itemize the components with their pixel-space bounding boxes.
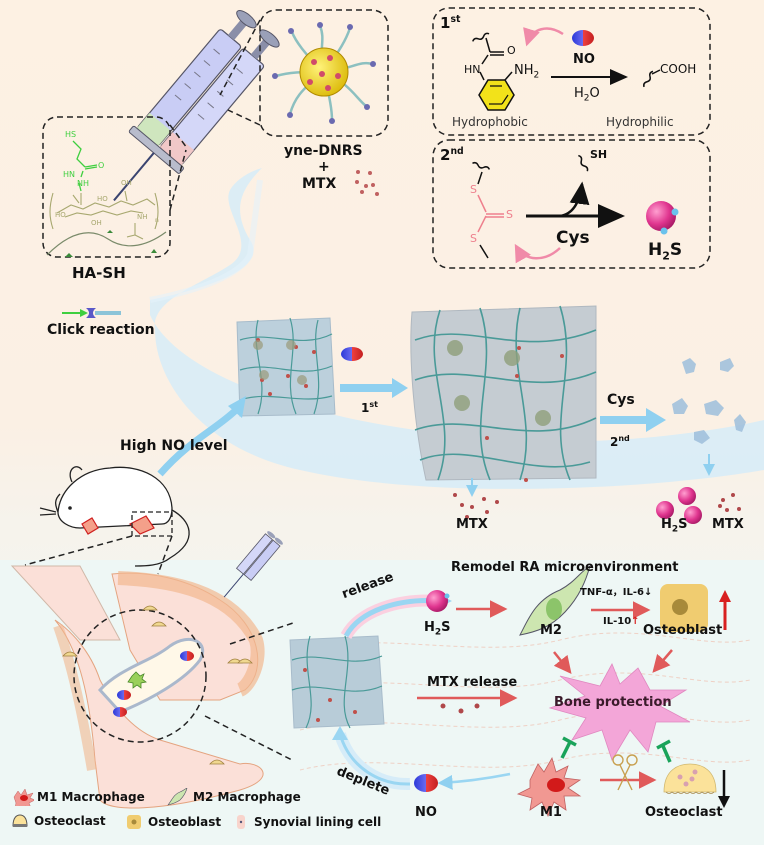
reaction-1-step: 1st [440, 14, 461, 32]
cys-trigger-label: Cys [607, 392, 635, 408]
ho-label-2: HO [55, 211, 66, 219]
h2s-bottom-label: H2S [424, 620, 451, 638]
mtx-label-top: MTX [302, 176, 337, 192]
osteoclast-icon [12, 814, 28, 827]
hydrogel-intact [236, 317, 336, 417]
legend-item-synovial: Synovial lining cell [236, 814, 381, 830]
reaction-2-step: 2nd [440, 146, 464, 164]
legend: M1 Macrophage M2 Macrophage Osteoclast O… [8, 788, 381, 842]
trithio-s-top: S [470, 183, 477, 196]
remodel-ra-label: Remodel RA microenvironment [451, 560, 679, 575]
osteoclast-label: Osteoclast [645, 805, 723, 820]
step-2-label: 2nd [610, 434, 630, 449]
legend-label: M2 Macrophage [193, 790, 301, 804]
legend-item-osteoblast: Osteoblast [126, 814, 221, 830]
il10-label: IL-10↑ [603, 616, 640, 627]
hydrophilic-label: Hydrophilic [606, 115, 674, 129]
legend-label: M1 Macrophage [37, 790, 145, 804]
no-reagent-label: NO [573, 52, 595, 67]
legend-item-m1: M1 Macrophage [12, 788, 145, 806]
legend-item-m2: M2 Macrophage [166, 788, 301, 806]
m1-label: M1 [540, 805, 562, 820]
mtx-release-label: MTX release [427, 675, 518, 690]
cys-reagent-label: Cys [556, 228, 590, 248]
m2-label: M2 [540, 623, 562, 638]
thiol-sh-label: HS [65, 130, 77, 139]
carbonyl-o-label: O [98, 161, 105, 170]
sh-byproduct: SH [590, 148, 608, 161]
yne-dnrs-nanoparticle [260, 10, 388, 136]
hn-label: HN [63, 170, 75, 179]
hydrogel-swollen [410, 305, 597, 482]
ho-label-1: HO [97, 195, 108, 203]
high-no-level-label: High NO level [120, 438, 228, 454]
cooh-product: COOH [660, 62, 697, 76]
m2-macrophage-icon [167, 788, 188, 806]
nh-label: NH [77, 179, 89, 188]
oh-label-2: OH [91, 219, 102, 227]
carbonyl-o: O [507, 44, 516, 57]
water-condition: H2O [574, 86, 600, 104]
mtx-released-label: MTX [456, 517, 488, 532]
click-reaction-label: Click reaction [47, 322, 155, 338]
trithio-s-bottom: S [470, 232, 477, 245]
synovial-cell-icon [237, 815, 245, 829]
hydrophobic-label: Hydrophobic [452, 115, 528, 129]
legend-label: Synovial lining cell [254, 815, 382, 829]
step-1-label: 1st [361, 400, 378, 415]
ha-sh-label: HA-SH [72, 264, 126, 282]
no-bottom-label: NO [415, 805, 437, 820]
h2s-released-label: H2S [661, 517, 688, 535]
tnf-il6-label: TNF-α，IL-6↓ [580, 587, 653, 598]
trithio-s-right: S [506, 208, 513, 221]
n-subscript: n [155, 217, 159, 224]
legend-label: Osteoclast [34, 814, 106, 828]
oh-label-1: OH [121, 179, 132, 187]
legend-item-osteoclast: Osteoclast [12, 814, 106, 828]
mtx-released-label-right: MTX [712, 517, 744, 532]
nh2-group: NH2 [514, 63, 540, 81]
m1-macrophage-icon [13, 788, 34, 806]
h2s-product-label: H2S [648, 240, 683, 263]
plus-label: + [318, 159, 330, 175]
hn-group: HN [464, 63, 481, 76]
osteoblast-icon [127, 815, 141, 829]
legend-label: Osteoblast [148, 815, 222, 829]
osteoblast-label: Osteoblast [643, 623, 723, 638]
yne-dnrs-label: yne-DNRS [284, 143, 363, 159]
bone-protection-label: Bone protection [554, 695, 672, 710]
nh-label-2: NH [137, 213, 148, 221]
ha-sh-structure: HS O HN NH OH HO HO OH NH n [43, 117, 170, 257]
